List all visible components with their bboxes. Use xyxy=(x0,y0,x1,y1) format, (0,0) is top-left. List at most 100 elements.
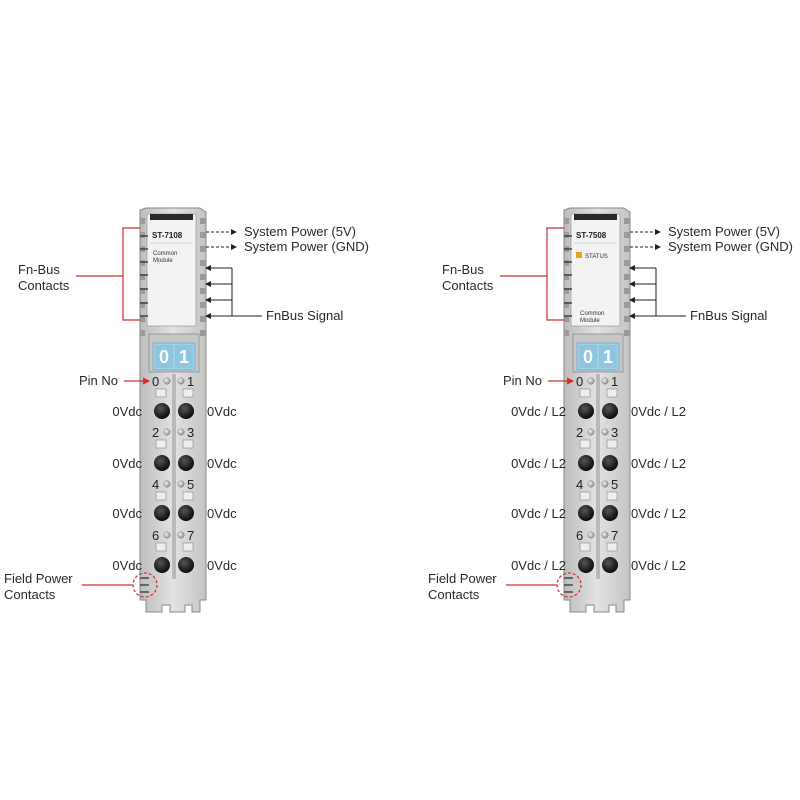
terminal-label-left: 0Vdc xyxy=(112,506,142,521)
side-notch xyxy=(200,246,206,252)
terminal-hole[interactable] xyxy=(178,455,194,471)
release-slot xyxy=(155,388,167,398)
terminal-label-right: 0Vdc xyxy=(207,404,237,419)
side-notch xyxy=(140,260,145,266)
side-notch xyxy=(200,330,206,336)
label-plate xyxy=(570,213,621,327)
terminal-hole[interactable] xyxy=(602,455,618,471)
terminal-hole[interactable] xyxy=(602,403,618,419)
terminal-label-right: 0Vdc / L2 xyxy=(631,404,686,419)
release-slot xyxy=(155,439,167,449)
pin-no-label: Pin No xyxy=(503,373,542,388)
release-slot xyxy=(579,542,591,552)
window-digit: 1 xyxy=(179,347,189,367)
terminal-hole[interactable] xyxy=(578,403,594,419)
side-notch xyxy=(624,218,630,224)
release-slot xyxy=(606,491,618,501)
window-digit: 0 xyxy=(159,347,169,367)
side-notch xyxy=(140,232,145,238)
digit-cell xyxy=(175,345,193,368)
led-indicator xyxy=(177,480,185,488)
pin-number: 2 xyxy=(152,425,159,440)
face-text: Common xyxy=(153,251,177,257)
side-notch xyxy=(140,274,145,280)
system-power-5v-label: System Power (5V) xyxy=(244,224,356,239)
side-notch xyxy=(624,232,630,238)
terminal-label-left: 0Vdc xyxy=(112,456,142,471)
release-slot xyxy=(155,491,167,501)
led-indicator xyxy=(587,428,595,436)
led-indicator xyxy=(587,377,595,385)
terminal-hole[interactable] xyxy=(178,403,194,419)
release-slot xyxy=(182,542,194,552)
release-slot xyxy=(579,439,591,449)
terminal-label-left: 0Vdc xyxy=(112,404,142,419)
terminal-hole[interactable] xyxy=(154,557,170,573)
led-indicator xyxy=(177,428,185,436)
pin-number: 7 xyxy=(611,528,618,543)
side-notch xyxy=(200,260,206,266)
center-divider xyxy=(596,374,600,579)
side-notch xyxy=(140,302,145,308)
terminal-hole[interactable] xyxy=(154,455,170,471)
terminal-label-left: 0Vdc xyxy=(112,558,142,573)
side-notch xyxy=(624,302,630,308)
pin-number: 6 xyxy=(576,528,583,543)
terminal-hole[interactable] xyxy=(578,455,594,471)
side-notch xyxy=(564,260,569,266)
terminal-hole[interactable] xyxy=(602,505,618,521)
label-plate-band xyxy=(574,214,617,220)
side-notch xyxy=(564,218,569,224)
bottom-face-text: Module xyxy=(580,318,600,324)
terminal-hole[interactable] xyxy=(154,505,170,521)
release-slot xyxy=(579,491,591,501)
led-indicator xyxy=(601,428,609,436)
led-indicator xyxy=(601,480,609,488)
label-plate-band xyxy=(150,214,193,220)
release-slot xyxy=(606,388,618,398)
release-slot xyxy=(579,388,591,398)
side-notch xyxy=(624,330,630,336)
terminal-label-left: 0Vdc / L2 xyxy=(511,404,566,419)
terminal-hole[interactable] xyxy=(178,557,194,573)
side-notch xyxy=(140,316,145,322)
module-model-label: ST-7108 xyxy=(152,231,183,240)
status-label: STATUS xyxy=(585,254,608,260)
side-notch xyxy=(624,288,630,294)
led-indicator xyxy=(601,531,609,539)
terminal-hole[interactable] xyxy=(602,557,618,573)
pin-number: 3 xyxy=(187,425,194,440)
side-notch xyxy=(624,246,630,252)
pin-number: 0 xyxy=(152,374,159,389)
terminal-hole[interactable] xyxy=(578,505,594,521)
release-slot xyxy=(182,439,194,449)
terminal-hole[interactable] xyxy=(154,403,170,419)
bottom-face-text: Common xyxy=(580,311,604,317)
terminal-hole[interactable] xyxy=(178,505,194,521)
digit-cell xyxy=(155,345,173,368)
pin-number: 5 xyxy=(611,477,618,492)
pin-number: 2 xyxy=(576,425,583,440)
pin-number: 5 xyxy=(187,477,194,492)
digit-cell xyxy=(579,345,597,368)
led-indicator xyxy=(163,428,171,436)
terminal-hole[interactable] xyxy=(578,557,594,573)
pin-no-label: Pin No xyxy=(79,373,118,388)
terminal-label-left: 0Vdc / L2 xyxy=(511,456,566,471)
led-indicator xyxy=(163,480,171,488)
side-notch xyxy=(200,316,206,322)
pin-number: 1 xyxy=(611,374,618,389)
side-notch xyxy=(200,302,206,308)
side-notch xyxy=(564,232,569,238)
terminal-label-right: 0Vdc / L2 xyxy=(631,506,686,521)
field-power-label-1: Field Power xyxy=(428,571,497,586)
side-notch xyxy=(564,330,569,336)
led-indicator xyxy=(163,377,171,385)
pin-number: 6 xyxy=(152,528,159,543)
terminal-label-right: 0Vdc xyxy=(207,506,237,521)
center-divider xyxy=(172,374,176,579)
system-power-gnd-label: System Power (GND) xyxy=(668,239,793,254)
